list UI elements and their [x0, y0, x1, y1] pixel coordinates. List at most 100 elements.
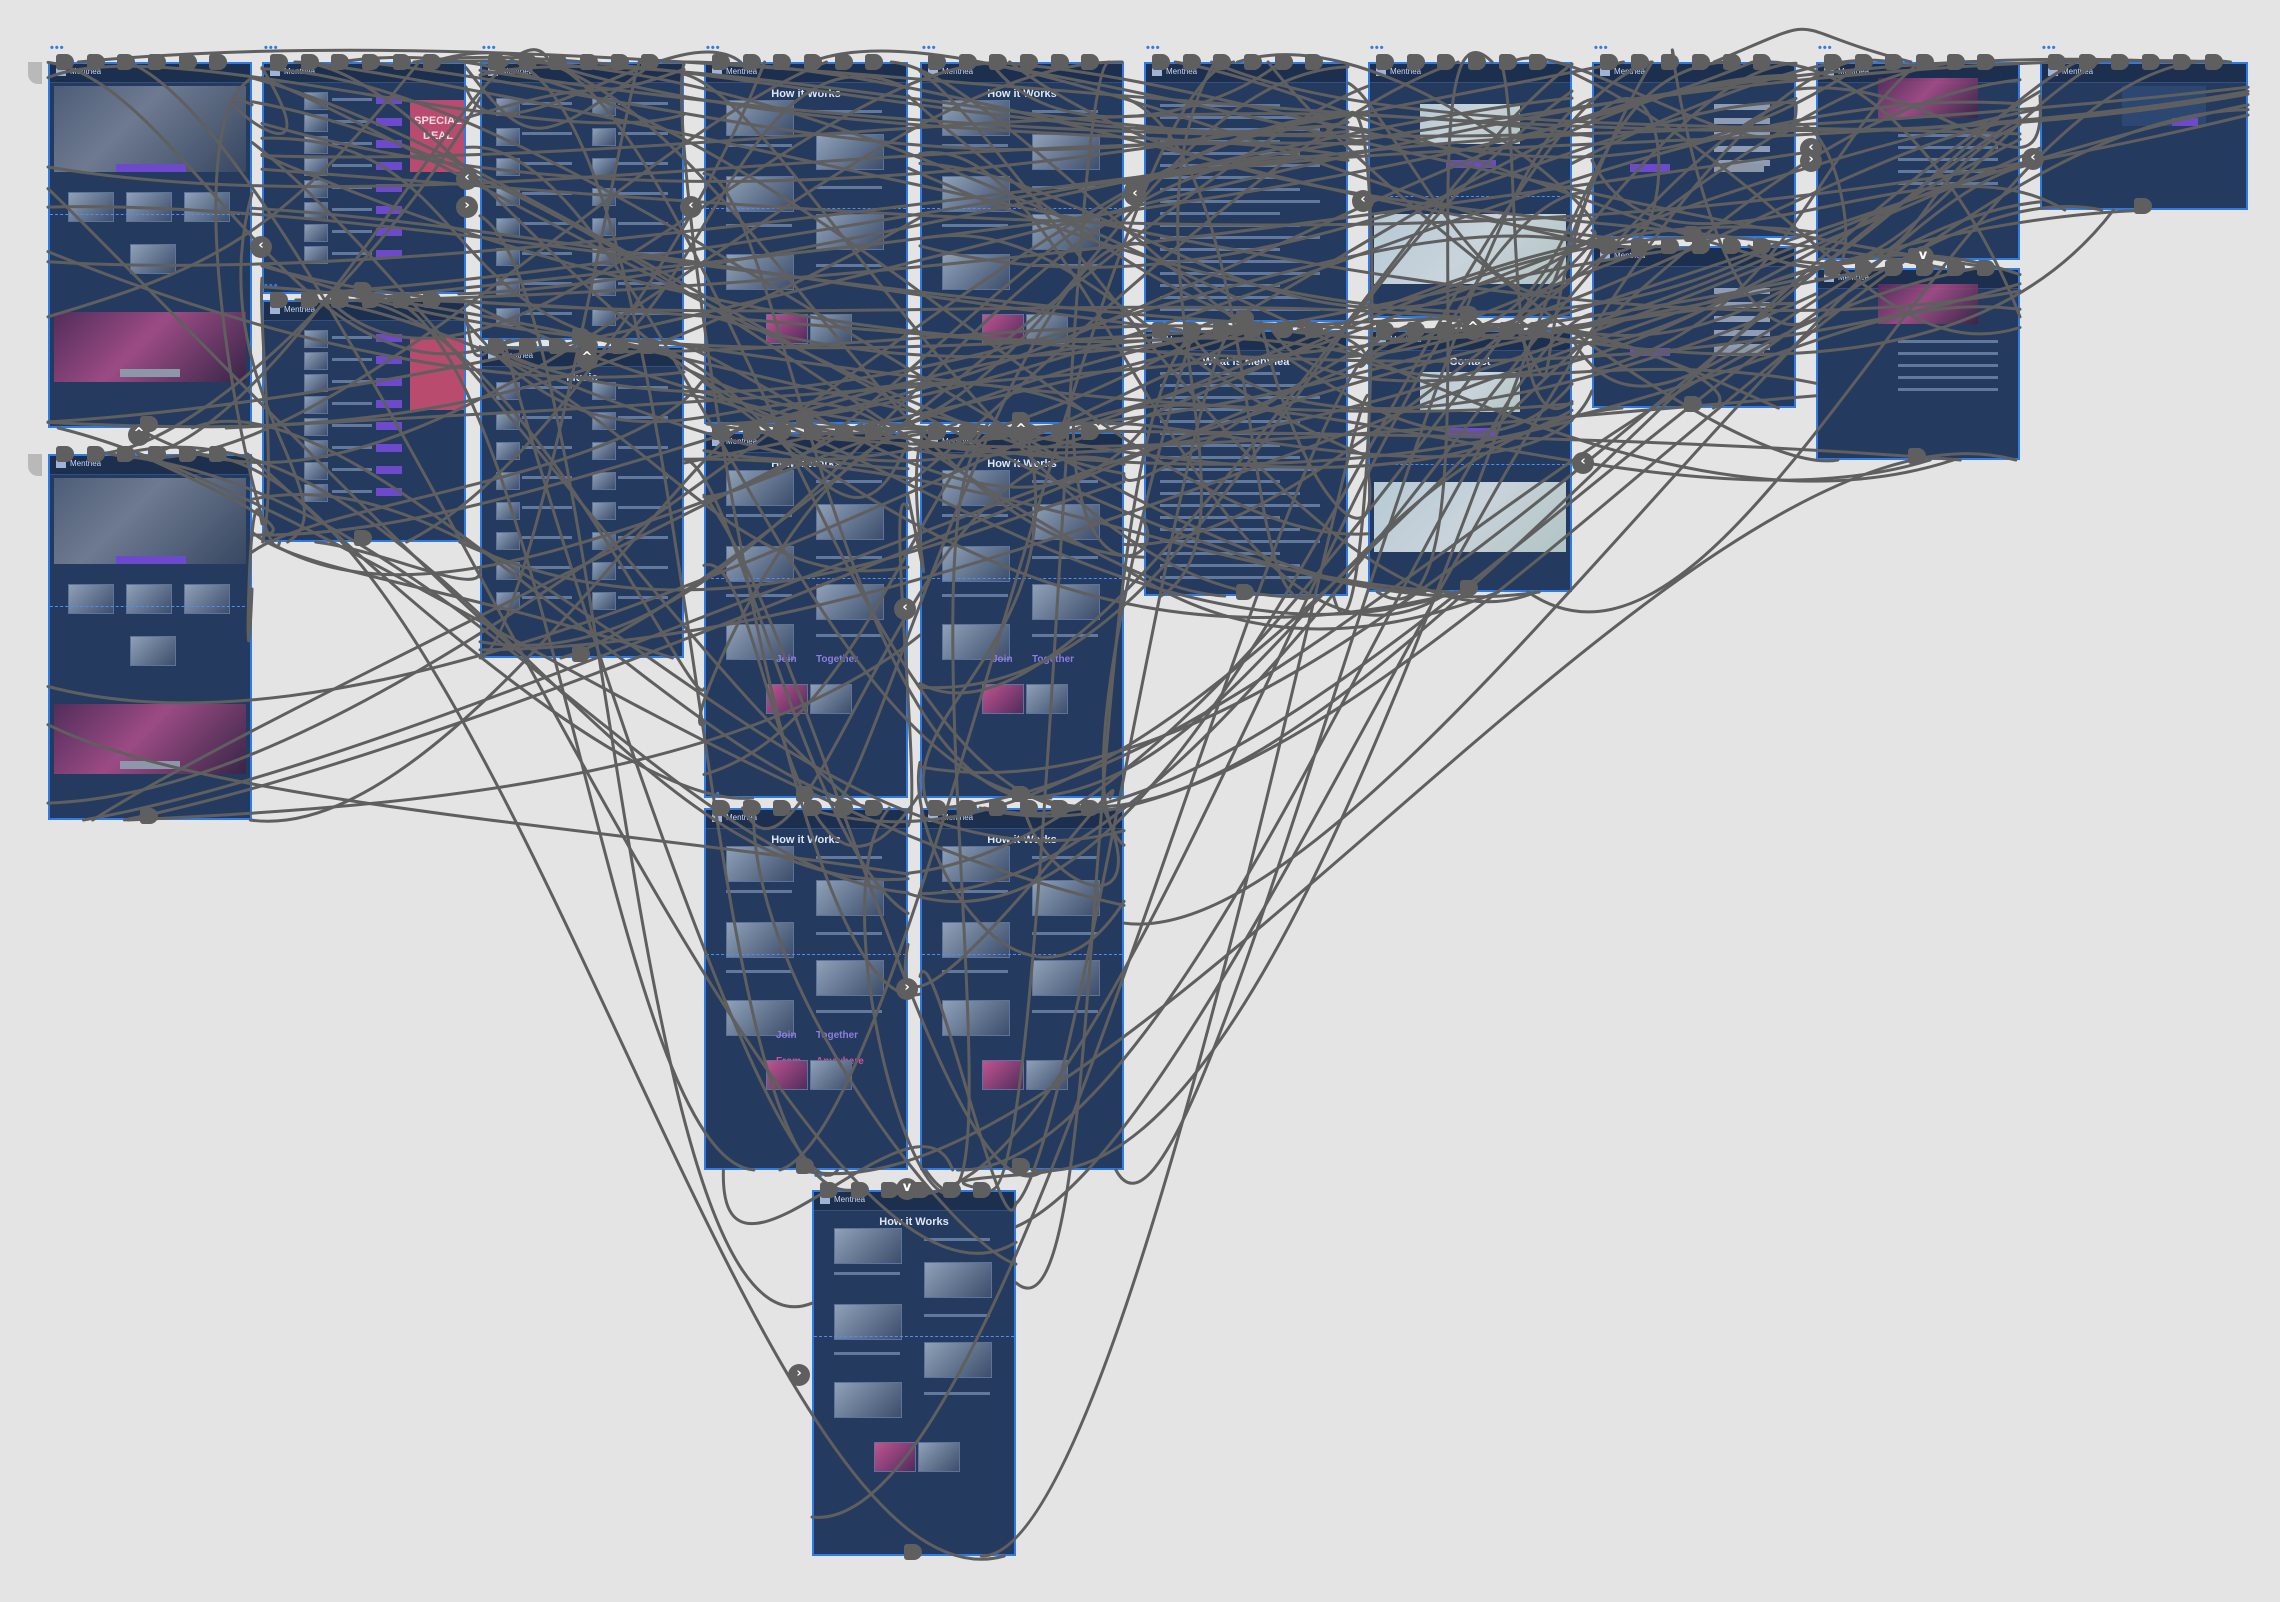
prototype-wire[interactable] [440, 59, 1955, 483]
deal-thumbnail[interactable] [304, 224, 328, 242]
transition-node-up-icon[interactable]: ^ [576, 348, 598, 370]
prototype-wire[interactable] [989, 60, 1283, 119]
prototype-wire[interactable] [1074, 403, 1932, 482]
wire-connector[interactable] [1305, 54, 1324, 70]
prototype-wire[interactable] [464, 50, 743, 116]
wire-connector[interactable] [834, 424, 853, 440]
prototype-wire[interactable] [918, 89, 1574, 690]
wire-connector[interactable] [392, 292, 411, 308]
deal-button[interactable] [376, 250, 402, 258]
prototype-wire[interactable] [1014, 320, 1225, 1290]
deal-button[interactable] [376, 400, 402, 408]
deal-thumbnail[interactable] [304, 352, 328, 370]
wire-connector[interactable] [270, 54, 288, 70]
register-button[interactable] [1714, 164, 1764, 172]
wire-connector[interactable] [989, 800, 1008, 816]
prototype-wire[interactable] [1008, 60, 1946, 270]
wire-connector[interactable] [1683, 396, 1702, 412]
wire-connector[interactable] [1152, 54, 1170, 70]
prototype-wire[interactable] [906, 422, 937, 573]
wire-connector[interactable] [1459, 580, 1478, 596]
transition-node-left-icon[interactable]: ‹ [1124, 184, 1146, 206]
prototype-wire[interactable] [1017, 406, 1624, 800]
wire-connector[interactable] [331, 292, 350, 308]
wire-connector[interactable] [1406, 54, 1425, 70]
wire-connector[interactable] [712, 800, 730, 816]
location-map[interactable] [1374, 482, 1566, 552]
prototype-wire[interactable] [962, 1168, 1056, 1192]
prototype-wire[interactable] [1014, 323, 1245, 1206]
wire-connector[interactable] [973, 1182, 992, 1198]
prototype-wire[interactable] [126, 633, 922, 822]
prototype-wire[interactable] [702, 493, 1047, 1178]
prototype-wire[interactable] [430, 51, 1146, 559]
prototype-wire[interactable] [702, 73, 1798, 462]
prototype-wire[interactable] [46, 328, 1264, 705]
prototype-wire[interactable] [975, 60, 1995, 270]
prototype-wire[interactable] [741, 100, 2022, 426]
wire-connector[interactable] [1692, 54, 1710, 70]
prototype-wire[interactable] [91, 422, 864, 822]
wire-connector[interactable] [1600, 54, 1618, 70]
deal-button[interactable] [376, 206, 402, 214]
wire-connector[interactable] [549, 338, 568, 354]
prototype-wire[interactable] [478, 214, 814, 1309]
prototype-wire[interactable] [1570, 60, 2078, 337]
deal-button[interactable] [376, 422, 402, 430]
wire-connector[interactable] [549, 54, 568, 70]
wire-connector[interactable] [1630, 54, 1649, 70]
wire-connector[interactable] [1529, 54, 1548, 70]
wire-connector[interactable] [488, 54, 506, 70]
session-row[interactable] [1898, 352, 1998, 355]
wire-connector[interactable] [742, 424, 761, 440]
prototype-wire[interactable] [1037, 89, 2042, 809]
prototype-wire[interactable] [810, 328, 1406, 1519]
prototype-wire[interactable] [1122, 162, 2042, 926]
prototype-wire[interactable] [940, 266, 1979, 810]
track-thumbnail[interactable] [496, 532, 520, 550]
track-thumbnail[interactable] [592, 592, 616, 610]
deal-button[interactable] [376, 184, 402, 192]
artboard-home-1[interactable]: Menthea [48, 62, 252, 428]
prototype-wire[interactable] [239, 191, 306, 544]
wire-connector[interactable] [2110, 54, 2129, 70]
wire-connector[interactable] [1235, 584, 1254, 600]
wire-connector[interactable] [773, 800, 792, 816]
prototype-wire[interactable] [702, 563, 922, 848]
prototype-wire[interactable] [702, 172, 1026, 800]
prototype-wire[interactable] [1366, 137, 2022, 379]
wire-connector[interactable] [1854, 260, 1873, 276]
wire-connector[interactable] [1406, 322, 1425, 338]
wire-connector[interactable] [1437, 322, 1456, 338]
prototype-wire[interactable] [126, 60, 1018, 1255]
artboard-menu-dots[interactable]: ••• [1818, 42, 1833, 54]
deal-button[interactable] [376, 140, 402, 148]
session-row[interactable] [1898, 364, 1998, 367]
prototype-wire[interactable] [260, 153, 1302, 344]
prototype-wire[interactable] [1030, 60, 1654, 1173]
deal-button[interactable] [376, 466, 402, 474]
transition-node-up-icon[interactable]: ^ [1462, 318, 1484, 340]
wire-connector[interactable] [1854, 54, 1873, 70]
prototype-wire[interactable] [1670, 48, 1818, 326]
prototype-wire[interactable] [1712, 27, 1913, 64]
wire-connector[interactable] [958, 800, 977, 816]
artboard-menu-dots[interactable]: ••• [922, 42, 937, 54]
wire-connector[interactable] [1081, 424, 1100, 440]
prototype-wire[interactable] [1236, 53, 1594, 223]
prototype-wire[interactable] [46, 250, 686, 379]
artboard-menu-dots[interactable]: ••• [2042, 42, 2057, 54]
wire-connector[interactable] [865, 800, 884, 816]
prototype-wire[interactable] [797, 452, 2018, 1175]
wire-connector[interactable] [865, 54, 884, 70]
prototype-wire[interactable] [1210, 60, 2022, 136]
wire-connector[interactable] [1722, 238, 1741, 254]
wire-connector[interactable] [989, 424, 1008, 440]
prototype-wire[interactable] [1375, 51, 1494, 601]
prototype-wire[interactable] [346, 298, 706, 692]
session-row[interactable] [1898, 158, 1998, 161]
prototype-wire[interactable] [46, 60, 421, 319]
wire-connector[interactable] [148, 54, 166, 70]
wire-connector[interactable] [712, 424, 730, 440]
